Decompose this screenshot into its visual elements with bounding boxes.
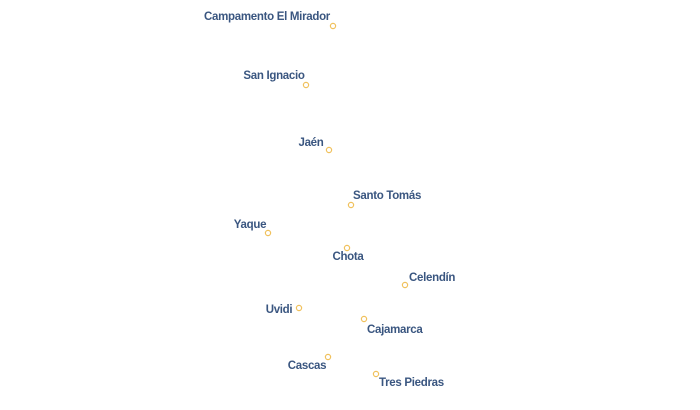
place-uvidi[interactable]: Uvidi xyxy=(264,302,303,318)
place-label: Jaén xyxy=(298,137,323,149)
place-label: Cascas xyxy=(288,360,326,372)
place-label: Celendín xyxy=(409,272,455,284)
place-celendin[interactable]: Celendín xyxy=(401,270,457,289)
place-yaque[interactable]: Yaque xyxy=(232,217,272,237)
place-jaen[interactable]: Jaén xyxy=(297,135,333,154)
place-marker-icon[interactable] xyxy=(295,304,303,312)
place-label: Uvidi xyxy=(266,304,293,316)
place-label: Cajamarca xyxy=(367,324,423,336)
place-campamento-el-mirador[interactable]: Campamento El Mirador xyxy=(202,9,337,30)
place-marker-icon[interactable] xyxy=(360,315,368,323)
place-label: Campamento El Mirador xyxy=(204,11,331,23)
place-marker-icon[interactable] xyxy=(302,81,310,89)
place-cajamarca[interactable]: Cajamarca xyxy=(360,315,425,338)
place-marker-icon[interactable] xyxy=(325,146,333,154)
place-label: Chota xyxy=(332,251,364,263)
place-chota[interactable]: Chota xyxy=(331,244,366,265)
place-cascas[interactable]: Cascas xyxy=(286,353,332,374)
place-santo-tomas[interactable]: Santo Tomás xyxy=(347,188,423,209)
place-marker-icon[interactable] xyxy=(372,370,380,378)
place-marker-icon[interactable] xyxy=(264,229,272,237)
place-marker-icon[interactable] xyxy=(401,281,409,289)
place-san-ignacio[interactable]: San Ignacio xyxy=(242,68,310,89)
place-marker-icon[interactable] xyxy=(329,22,337,30)
place-marker-icon[interactable] xyxy=(343,244,351,252)
place-tres-piedras[interactable]: Tres Piedras xyxy=(372,370,446,391)
place-label: Yaque xyxy=(234,219,266,231)
place-label: Santo Tomás xyxy=(353,190,421,202)
place-marker-icon[interactable] xyxy=(324,353,332,361)
place-marker-icon[interactable] xyxy=(347,201,355,209)
place-label: San Ignacio xyxy=(243,70,305,82)
place-label: Tres Piedras xyxy=(379,377,444,389)
